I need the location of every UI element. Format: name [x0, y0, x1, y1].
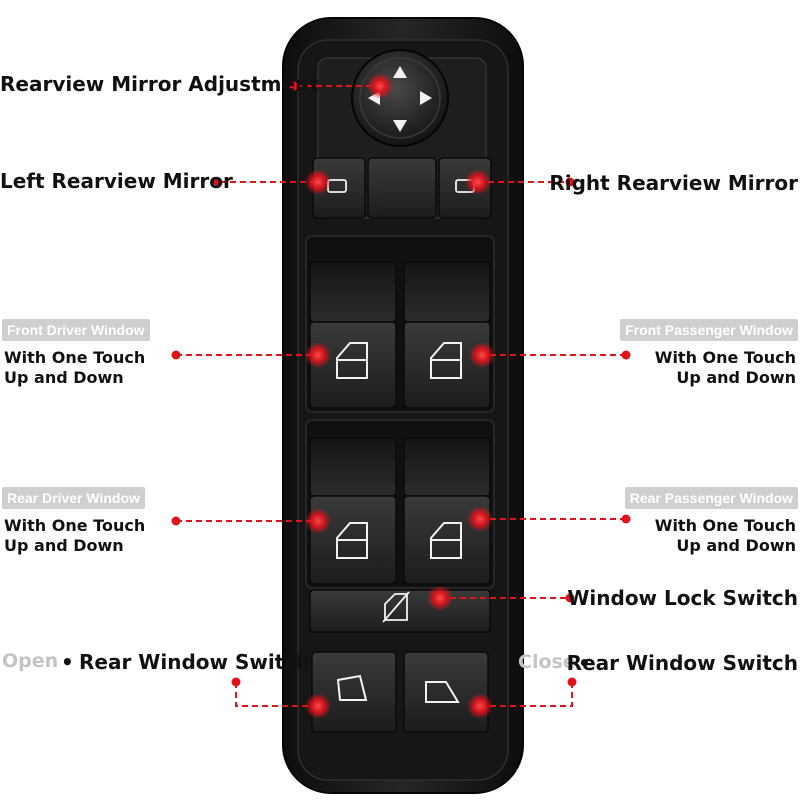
rear-window-open-icon	[336, 674, 368, 701]
callout-end-window-lock	[565, 593, 575, 603]
rear-window-open-switch[interactable]	[311, 651, 397, 733]
tag-front-driver: Front Driver Window	[2, 319, 150, 341]
tag-front-passenger: Front Passenger Window	[620, 319, 798, 341]
desc-front-driver-2: Up and Down	[4, 368, 124, 387]
callout-line-rear-close	[480, 682, 573, 707]
rear-window-close-icon	[425, 681, 460, 703]
rear-passenger-window-icon	[430, 522, 462, 559]
front-driver-window-icon	[336, 342, 368, 379]
tag-rear-driver: Rear Driver Window	[2, 487, 145, 509]
bullet-left: •	[61, 650, 74, 674]
marker-front-passenger	[469, 342, 495, 368]
callout-end-front-driver	[171, 350, 181, 360]
callout-end-rear-driver	[171, 516, 181, 526]
arrow-right-icon	[420, 91, 432, 105]
callout-end-rear-open	[231, 677, 241, 687]
callout-end-rear-passenger	[621, 514, 631, 524]
label-open: Open	[2, 650, 59, 672]
bullet-right: •	[578, 651, 591, 675]
mirror-knob-ring	[359, 57, 441, 139]
callout-line-rear-open	[235, 682, 316, 707]
marker-rear-passenger	[467, 506, 493, 532]
marker-right-mirror	[465, 169, 491, 195]
rear-window-close-switch[interactable]	[403, 651, 489, 733]
desc-rear-passenger-1: With One Touch	[654, 516, 796, 535]
marker-rear-close	[467, 693, 493, 719]
window-lock-icon	[382, 591, 410, 623]
marker-window-lock	[427, 585, 453, 611]
rear-passenger-switch-top[interactable]	[403, 437, 491, 497]
arrow-down-icon	[393, 120, 407, 132]
callout-end-right-mirror	[565, 177, 575, 187]
desc-rear-driver-2: Up and Down	[4, 536, 124, 555]
desc-front-driver-1: With One Touch	[4, 348, 146, 367]
marker-mirror-adjust	[367, 73, 393, 99]
label-window-lock: Window Lock Switch	[567, 586, 798, 610]
mirror-center-button[interactable]	[367, 157, 437, 219]
front-passenger-switch-top[interactable]	[403, 261, 491, 323]
label-right-mirror: Right Rearview Mirror	[549, 171, 798, 195]
desc-front-passenger-2: Up and Down	[676, 368, 796, 387]
desc-rear-driver-1: With One Touch	[4, 516, 146, 535]
marker-rear-driver	[305, 508, 331, 534]
arrow-up-icon	[393, 66, 407, 78]
label-rear-switch-left: Rear Window Switch	[79, 650, 311, 674]
callout-end-front-passenger	[621, 350, 631, 360]
rear-driver-switch-top[interactable]	[309, 437, 397, 497]
front-driver-switch-top[interactable]	[309, 261, 397, 323]
label-mirror-adjust: Rearview Mirror Adjustment	[0, 72, 319, 96]
marker-front-driver	[305, 342, 331, 368]
callout-end-rear-close	[567, 677, 577, 687]
marker-left-mirror	[305, 169, 331, 195]
desc-front-passenger-1: With One Touch	[654, 348, 796, 367]
rear-driver-window-icon	[336, 522, 368, 559]
callout-end-left-mirror	[213, 177, 223, 187]
window-lock-switch[interactable]	[309, 589, 491, 633]
label-left-mirror: Left Rearview Mirror	[0, 169, 233, 193]
marker-rear-open	[305, 693, 331, 719]
tag-rear-passenger: Rear Passenger Window	[624, 487, 798, 509]
label-rear-switch-right: Rear Window Switch	[566, 651, 798, 675]
callout-end-mirror-adjust	[289, 81, 299, 91]
desc-rear-passenger-2: Up and Down	[676, 536, 796, 555]
front-passenger-window-icon	[430, 342, 462, 379]
label-close: Close	[518, 651, 576, 673]
